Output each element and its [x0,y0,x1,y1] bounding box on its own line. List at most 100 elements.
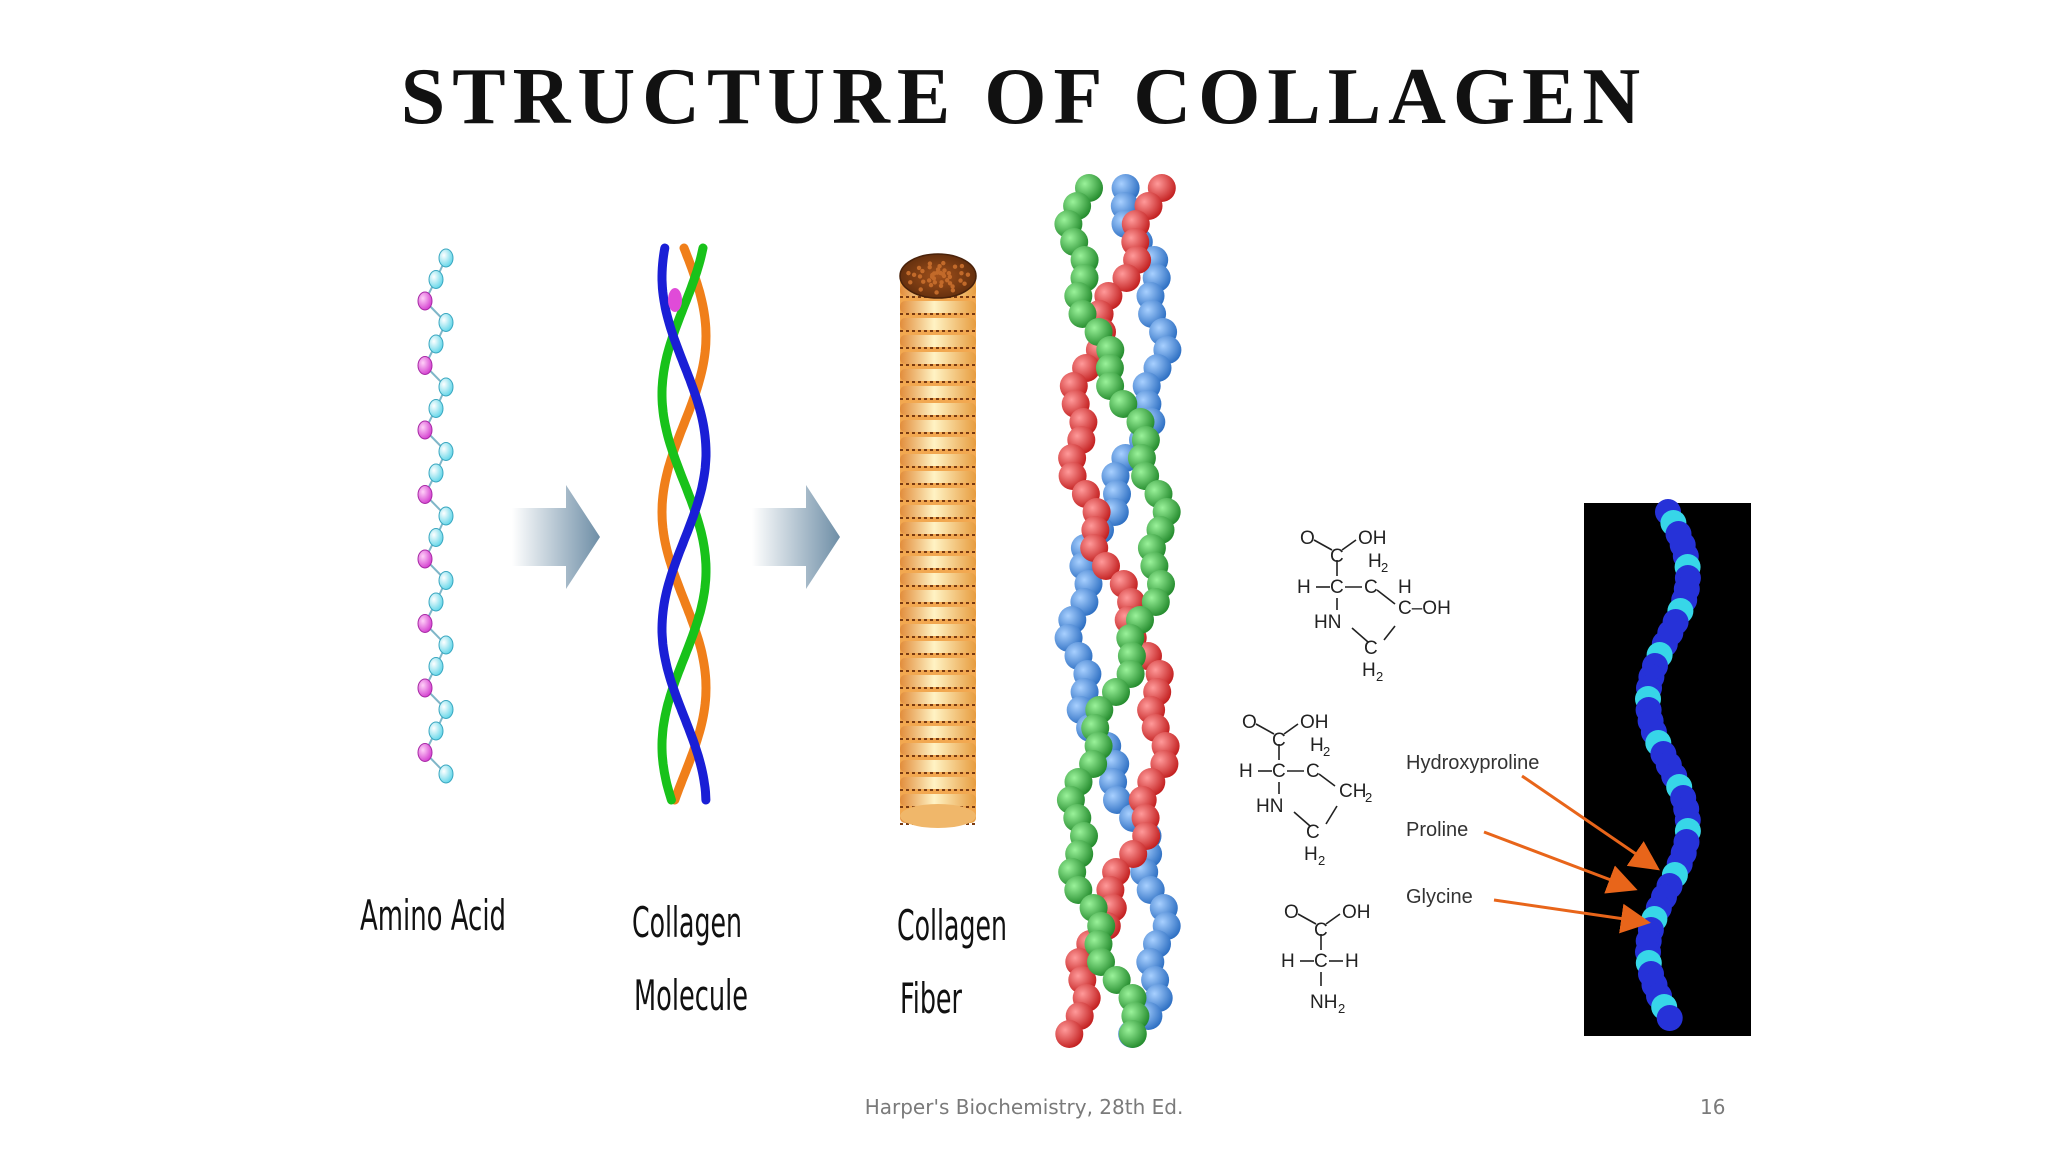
fiber-cross-section [899,253,977,299]
svg-text:H: H [1239,761,1253,782]
amino-acid-bead [438,506,454,526]
amino-acid-bead [417,678,433,698]
amino-acid-bead [428,721,444,741]
helix-residue [1102,966,1131,994]
collagen-fiber-illustration [899,253,977,828]
amino-acid-bead [438,700,454,719]
svg-text:H: H [1362,660,1376,681]
svg-text:2: 2 [1323,744,1330,759]
helix-residue [1112,264,1141,292]
svg-text:C: C [1306,822,1320,843]
svg-text:H: H [1310,735,1324,756]
svg-text:2: 2 [1318,853,1325,868]
helix-model-residue [1656,1005,1683,1031]
amino-acid-bead [417,420,433,440]
svg-text:O: O [1242,712,1257,733]
label-glycine: Glycine [1406,886,1473,908]
amino-acid-bead [438,442,454,461]
arrow-hydroxyproline [1521,774,1660,871]
label-collagen-molecule-line1: Collagen [632,898,742,947]
svg-text:C: C [1364,638,1378,659]
amino-acid-bead [438,313,454,332]
svg-text:2: 2 [1338,1001,1345,1016]
arrow-glycine [1493,898,1651,934]
helix-residue [1109,390,1138,418]
svg-text:H: H [1281,951,1295,972]
helix-residue [1103,786,1131,814]
proline-structure [1255,723,1338,827]
glycine-labels: O OH C H C H NH 2 [1281,902,1371,1016]
helix-model-beads [1635,499,1701,1031]
amino-acid-bead [417,743,433,762]
svg-text:C–OH: C–OH [1398,598,1451,619]
helix-strand [657,243,711,805]
svg-text:C: C [1364,577,1378,598]
svg-text:NH: NH [1310,992,1337,1013]
triple-helix-model [1054,174,1182,1048]
svg-text:C: C [1330,577,1344,598]
helix-residue [1068,300,1097,328]
arrow-proline [1483,830,1638,894]
amino-acid-bead [417,485,433,504]
slide-number: 16 [1700,1095,1726,1119]
slide-title: STRUCTURE OF COLLAGEN [400,53,1648,141]
amino-acid-bead [428,463,444,483]
amino-acid-bead [438,571,454,590]
proline-labels: O OH C H 2 H C C CH 2 HN C H 2 [1239,712,1372,868]
amino-acid-bead [428,657,444,676]
amino-acid-bead [428,334,444,354]
amino-acid-chain [417,248,454,784]
svg-text:C: C [1272,730,1286,751]
label-proline: Proline [1406,819,1468,841]
label-collagen-fiber-line1: Collagen [897,901,1007,950]
amino-acid-bead [417,291,433,311]
amino-acid-bead [438,377,454,397]
arrow-right-icon [752,485,840,589]
helix-residue [1141,588,1170,616]
amino-acid-bead [438,248,454,268]
helix-residue [1087,948,1115,976]
amino-acid-bead [417,549,433,569]
label-collagen-fiber-line2: Fiber [900,974,962,1023]
svg-text:2: 2 [1381,560,1388,575]
helix-residue [1118,1020,1147,1048]
svg-text:H: H [1304,844,1318,865]
hydroxyproline-structure [1313,539,1396,643]
amino-acid-bead [428,270,444,289]
svg-text:2: 2 [1365,790,1372,805]
collagen-molecule-illustration [657,243,711,805]
amino-acid-bead [438,764,454,784]
helix-residue [1119,840,1148,868]
svg-text:H: H [1297,577,1311,598]
hydroxyproline-labels: O OH C H 2 H C C H C–OH HN C H 2 [1297,528,1451,684]
svg-text:C: C [1330,546,1344,567]
helix-residue [1055,1020,1084,1048]
svg-text:O: O [1284,902,1299,923]
svg-text:C: C [1314,920,1328,941]
svg-text:OH: OH [1358,528,1387,549]
amino-acid-bead [438,635,454,655]
svg-text:H: H [1398,577,1412,598]
amino-acid-bead [428,528,444,547]
helix-residue [1102,678,1130,706]
footer-source: Harper's Biochemistry, 28th Ed. [864,1095,1184,1119]
amino-acid-bead [428,592,444,612]
amino-acid-bead [417,614,433,633]
svg-text:H: H [1368,551,1382,572]
arrow-right-icon [512,485,600,589]
pointer-arrows [1483,774,1660,934]
svg-text:C: C [1306,761,1320,782]
svg-text:C: C [1272,761,1286,782]
svg-text:HN: HN [1314,612,1341,633]
svg-text:OH: OH [1342,902,1371,923]
amino-acid-bead [417,356,433,375]
svg-text:2: 2 [1376,669,1383,684]
svg-text:OH: OH [1300,712,1329,733]
svg-text:H: H [1345,951,1359,972]
label-amino-acid: Amino Acid [360,891,506,940]
helix-strand-tip [668,288,682,312]
helix-residue [1092,552,1120,580]
svg-text:CH: CH [1339,781,1366,802]
glycine-structure [1297,913,1343,986]
